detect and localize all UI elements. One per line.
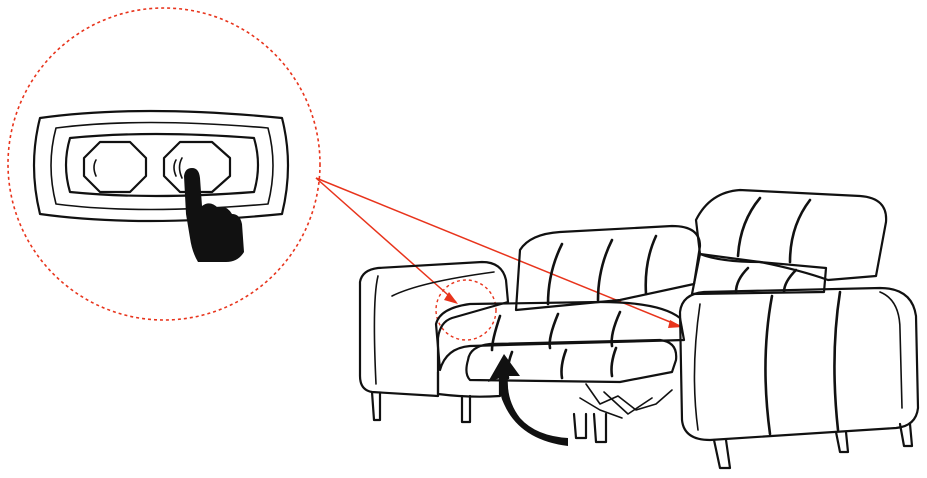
recliner-sofa-icon (358, 188, 920, 470)
callout-lines (315, 177, 683, 328)
recline-button-icon[interactable] (82, 140, 148, 194)
callout-line-right (315, 177, 681, 327)
button-location-circle (435, 279, 497, 341)
zoom-callout (7, 7, 683, 341)
reclining-mechanism (579, 383, 673, 419)
callout-arrowhead-left (444, 292, 458, 304)
callout-line-left (315, 177, 457, 303)
zoom-circle (7, 7, 321, 321)
power-button-panel-icon (32, 109, 290, 223)
sofa-legs (370, 390, 914, 470)
return-button-icon[interactable] (162, 140, 232, 194)
pointing-hand-icon (184, 168, 244, 262)
curved-arrow-icon (488, 354, 568, 446)
